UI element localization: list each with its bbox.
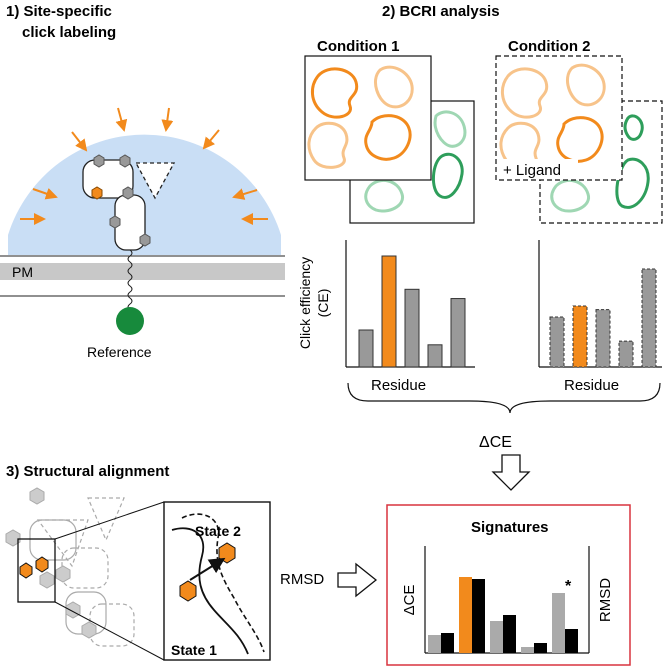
delta-ce-label: ΔCE (479, 434, 512, 451)
plasma-membrane (0, 263, 285, 280)
state1-trace (171, 527, 249, 655)
state1-label: State 1 (171, 642, 217, 658)
signatures-left-label: ΔCE (401, 585, 418, 616)
condition2-green-cells (550, 114, 650, 213)
condition1-orange-frame (304, 55, 432, 181)
signatures-right-label: RMSD (597, 578, 614, 622)
zoom-region-box (17, 538, 56, 603)
signatures-title: Signatures (471, 519, 549, 536)
chart2-bar-0 (549, 316, 565, 368)
zoom-connector-top (54, 501, 165, 540)
displacement-arrow (189, 557, 226, 581)
chart1-bar-0 (358, 329, 374, 368)
condition1-green-cells (364, 110, 467, 213)
probe-gray-2 (119, 154, 131, 168)
chart2-bar-3 (618, 340, 634, 368)
probe-gray-5 (139, 233, 151, 247)
state2-label: State 2 (195, 523, 241, 539)
chart1-bar-1 (381, 255, 397, 368)
combine-brace (347, 382, 661, 414)
panel2-title: 2) BCRI analysis (382, 3, 500, 20)
probe-gray-3 (122, 186, 134, 200)
condition1-label: Condition 1 (317, 38, 400, 55)
panel1-title-line2: click labeling (22, 24, 116, 41)
click-reagent-arrows (20, 107, 268, 225)
probe-orange (91, 186, 103, 200)
condition2-label: Condition 2 (508, 38, 591, 55)
right-arrow-icon (337, 562, 378, 598)
extracellular-dome (8, 134, 281, 255)
ligand-site-triangle (134, 162, 176, 200)
pm-label: PM (12, 264, 33, 280)
residue-label-right: Residue (564, 377, 619, 394)
chart1-bar-2 (404, 288, 420, 368)
signatures-bar-s0-1 (459, 577, 472, 653)
zoom-probe-2 (35, 556, 49, 573)
ligand-label-bg (498, 159, 578, 179)
residue-label-left: Residue (371, 377, 426, 394)
ce-axis-label-line2: (CE) (315, 289, 331, 318)
signatures-bar-s0-4 (552, 593, 565, 653)
signatures-bar-s0-0 (428, 635, 441, 653)
rmsd-arrow-label: RMSD (280, 571, 324, 588)
down-arrow-icon (491, 454, 531, 491)
panel1-title-line1: 1) Site-specific (6, 3, 112, 20)
signatures-bar-s1-1 (472, 579, 485, 653)
chart1-bar-3 (427, 344, 443, 368)
chart2-bars (549, 268, 657, 368)
probe-gray-1 (93, 154, 105, 168)
signatures-bar-s0-2 (490, 621, 503, 653)
signatures-bar-s1-4 (565, 629, 578, 653)
chart1-bars (358, 255, 466, 368)
signatures-bar-s1-2 (503, 615, 516, 653)
panel3-title: 3) Structural alignment (6, 463, 169, 480)
zoom-connector-bottom (54, 601, 165, 661)
signatures-bar-s1-0 (441, 633, 454, 653)
state1-probe (179, 580, 197, 602)
signatures-bar-s0-3 (521, 647, 534, 653)
reference-label: Reference (87, 344, 152, 360)
condition1-orange-cells (307, 65, 414, 169)
significance-star: * (565, 578, 572, 595)
chart1-bar-4 (450, 298, 466, 368)
tether-linker (127, 249, 133, 311)
chart2-bar-1 (572, 305, 588, 368)
ligand-label: + Ligand (503, 162, 561, 179)
probe-gray-4 (109, 215, 121, 229)
ce-axis-label-line1: Click efficiency (297, 257, 313, 349)
zoom-probe-1 (19, 562, 33, 579)
chart2-bar-2 (595, 309, 611, 368)
signatures-bars (428, 577, 578, 653)
chart2-bar-4 (641, 268, 657, 368)
reference-fluorophore (116, 307, 144, 335)
condition2-orange-cells (499, 63, 606, 169)
signatures-bar-s1-3 (534, 643, 547, 653)
